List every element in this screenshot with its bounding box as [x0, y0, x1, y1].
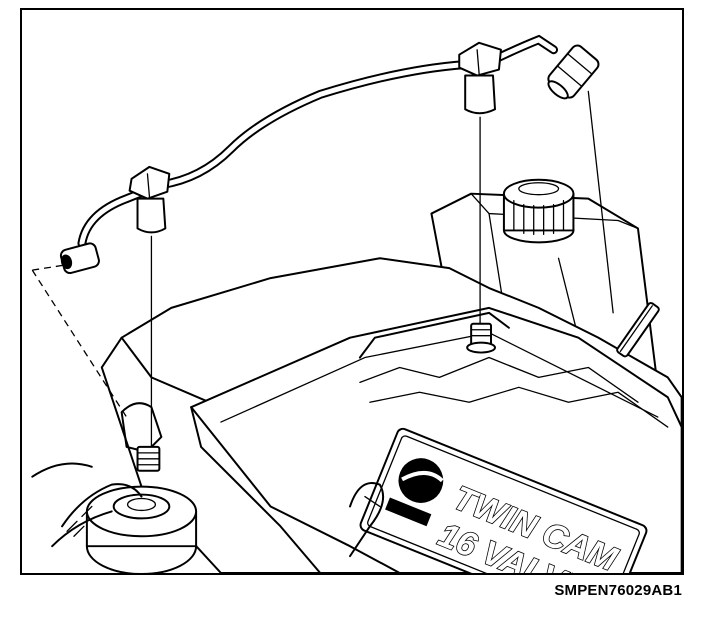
- leader-line-3: [587, 90, 614, 314]
- wiring-harness-left: [31, 462, 143, 548]
- reservoir-cap: [502, 178, 575, 244]
- leader-dashed-down: [31, 269, 128, 418]
- brand-logo-icon: [385, 458, 444, 527]
- diagram-frame: TWIN CAM 16 VALVE: [20, 8, 684, 575]
- ignition-wire: [77, 34, 559, 248]
- wire-boot-left: [59, 242, 100, 275]
- hose-clip: [349, 482, 385, 558]
- engine-diagram: TWIN CAM 16 VALVE: [31, 34, 682, 573]
- spark-plug-terminal-center: [466, 322, 496, 354]
- oil-filler-cap: [85, 485, 198, 573]
- tank-connector: [616, 302, 660, 358]
- wire-clip-1: [128, 165, 171, 234]
- engine-emblem: TWIN CAM 16 VALVE: [359, 427, 648, 573]
- wire-clip-2: [458, 41, 502, 115]
- wire-boot-right: [547, 44, 600, 100]
- leader-dashed-top: [32, 263, 71, 271]
- figure-code: SMPEN76029AB1: [554, 582, 682, 599]
